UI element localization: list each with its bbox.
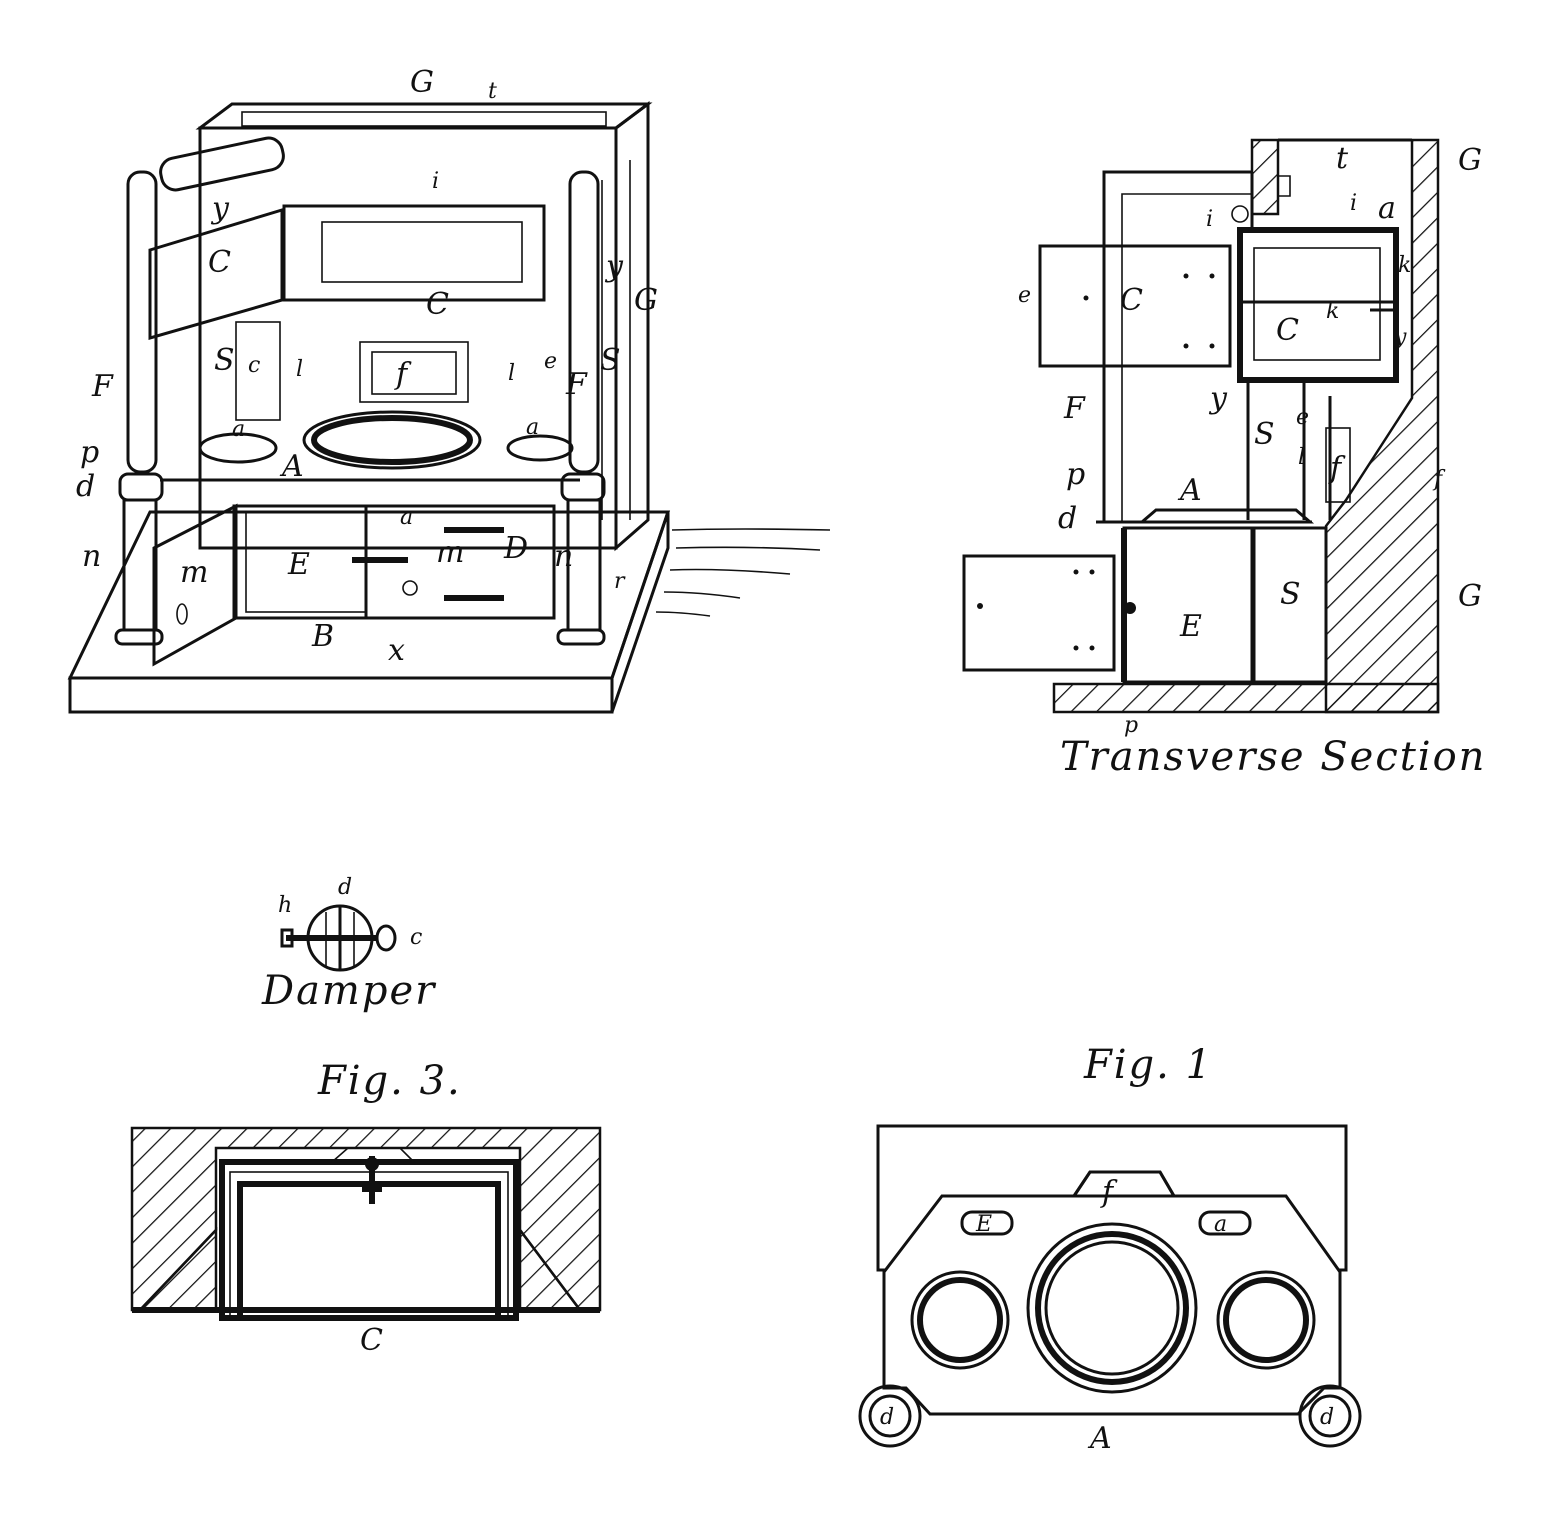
label-t-top: t: [488, 79, 497, 104]
label-m-right: m: [436, 535, 464, 570]
label-C-oven: C: [1276, 313, 1299, 348]
label-f: f: [394, 357, 412, 392]
label-f-right: f: [1432, 467, 1446, 492]
label-fig1-a: a: [1214, 1212, 1227, 1237]
label-C-oven: C: [426, 287, 449, 322]
label-fig3-C: C: [360, 1323, 383, 1358]
damper-detail: d h c Damper: [261, 875, 437, 1014]
label-damper-c: c: [410, 925, 422, 950]
label-B: B: [311, 619, 334, 654]
label-G-right: G: [1458, 579, 1482, 614]
label-p: p: [1066, 457, 1085, 492]
label-damper-d: d: [338, 875, 352, 900]
label-e: e: [1296, 405, 1309, 430]
perspective-labels: G t i y C C y G F S c l f l e F S a a p …: [76, 65, 658, 668]
label-y-right: y: [1393, 325, 1407, 350]
caption-fig1: Fig. 1: [1083, 1042, 1213, 1088]
perspective-view: [67, 101, 831, 714]
label-D: D: [503, 531, 528, 566]
label-t: t: [1336, 141, 1349, 176]
label-n-right: n: [554, 539, 573, 574]
transverse-section: [962, 138, 1440, 714]
label-k-top: k: [1398, 253, 1411, 278]
label-S-right: S: [600, 343, 621, 378]
label-E: E: [287, 547, 310, 582]
label-fig1-d-left: d: [880, 1405, 894, 1430]
label-G-right: G: [634, 283, 658, 318]
label-e: e: [544, 349, 557, 374]
label-f: f: [1328, 451, 1346, 486]
label-a-left: a: [232, 417, 245, 442]
label-a: a: [1378, 191, 1396, 226]
label-damper-h: h: [278, 893, 292, 918]
fig1: Fig. 1 f E a d d A: [858, 1042, 1362, 1456]
caption-transverse-section: Transverse Section: [1060, 734, 1486, 780]
label-d: d: [76, 469, 95, 504]
label-y-right: y: [604, 249, 624, 284]
label-y-left: y: [210, 191, 230, 226]
label-p: p: [80, 435, 99, 470]
label-C-door: C: [208, 245, 231, 280]
label-C-door: C: [1120, 283, 1143, 318]
label-p-bottom: p: [1124, 713, 1138, 738]
label-i: i: [432, 169, 439, 194]
label-l-right: l: [508, 361, 515, 386]
label-fig1-d-right: d: [1320, 1405, 1334, 1430]
label-F-left: F: [91, 369, 114, 404]
label-S-left: S: [214, 343, 235, 378]
label-G-top: G: [410, 65, 434, 100]
caption-damper: Damper: [261, 968, 437, 1014]
label-e-door: e: [1018, 283, 1031, 308]
label-n-left: n: [82, 539, 101, 574]
label-S-lower: S: [1280, 577, 1301, 612]
label-c: c: [248, 353, 260, 378]
label-k: k: [1326, 299, 1339, 324]
label-x: x: [388, 633, 405, 668]
label-F-right: F: [565, 367, 588, 402]
transverse-labels: t G i i a k C C k y e F y S e l f f p A …: [1018, 141, 1486, 780]
label-i-right: i: [1350, 191, 1357, 216]
fig3: Fig. 3. C: [130, 1058, 602, 1358]
label-E: E: [1179, 609, 1202, 644]
label-y-mid: y: [1208, 381, 1228, 416]
label-F: F: [1063, 391, 1086, 426]
label-m-left: m: [180, 555, 208, 590]
label-fig1-A: A: [1087, 1421, 1112, 1456]
label-A: A: [1177, 473, 1202, 508]
label-S-mid: S: [1254, 417, 1275, 452]
label-A: A: [279, 449, 304, 484]
label-fig1-E: E: [975, 1212, 992, 1237]
label-l-left: l: [296, 357, 303, 382]
label-l: l: [1298, 445, 1305, 470]
label-d: d: [1058, 501, 1077, 536]
label-r: r: [614, 569, 626, 594]
caption-fig3: Fig. 3.: [317, 1058, 462, 1104]
label-i-left: i: [1206, 207, 1213, 232]
label-a-center: a: [400, 505, 413, 530]
label-G-top: G: [1458, 143, 1482, 178]
label-a-right: a: [526, 415, 539, 440]
